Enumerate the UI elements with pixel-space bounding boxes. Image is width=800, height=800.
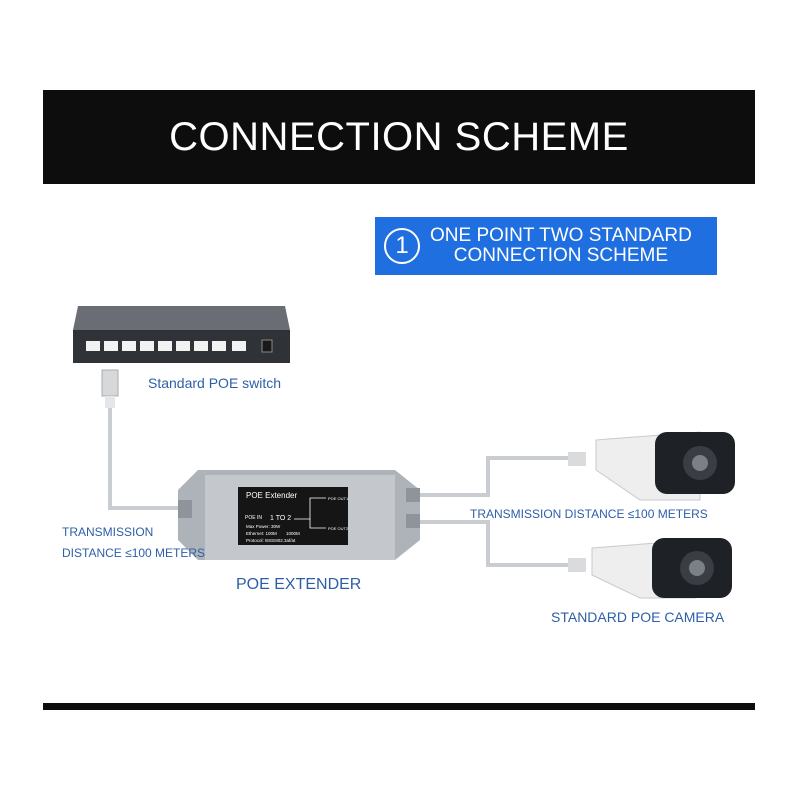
scheme-number-badge: 1 — [384, 228, 420, 264]
poe-camera-icon — [568, 431, 735, 501]
cables — [108, 408, 570, 567]
poe-switch-icon — [73, 306, 290, 363]
badge-line-2: CONNECTION SCHEME — [453, 245, 669, 266]
poe-camera-icon — [568, 538, 732, 599]
extender-panel-title: POE Extender — [246, 491, 297, 500]
extender-panel-ethernet: Ethernet: 100M — [246, 531, 277, 536]
extender-panel-ratio: 1 TO 2 — [270, 515, 291, 522]
header-banner: CONNECTION SCHEME — [43, 90, 755, 184]
scheme-badge-text: ONE POINT TWO STANDARD CONNECTION SCHEME — [430, 226, 692, 266]
camera-label: STANDARD POE CAMERA — [551, 609, 725, 625]
cable-extender-to-camera-2 — [420, 520, 570, 567]
extender-panel-poe-out1: POE OUT1 — [328, 496, 349, 501]
badge-line-1: ONE POINT TWO STANDARD — [430, 225, 692, 246]
transmission-right-label: TRANSMISSION DISTANCE ≤100 METERS — [470, 507, 708, 521]
cable-switch-to-extender — [108, 408, 180, 510]
switch-label: Standard POE switch — [148, 375, 282, 391]
extender-panel-protocol: Protocol: IEEE802.3af/at — [246, 538, 296, 543]
extender-panel-ethernet-2: 1000M — [286, 531, 300, 536]
extender-label: POE EXTENDER — [236, 576, 362, 593]
scheme-badge: 1 ONE POINT TWO STANDARD CONNECTION SCHE… — [375, 217, 717, 275]
extender-panel-poe-in: POE IN — [245, 515, 262, 521]
transmission-left-line-2: DISTANCE ≤100 METERS — [62, 546, 206, 560]
banner-title: CONNECTION SCHEME — [169, 114, 629, 159]
extender-panel-max-power: Max Power: 30W — [246, 524, 281, 529]
bottom-divider — [43, 703, 755, 710]
poe-extender-device-icon — [178, 470, 420, 560]
transmission-left-line-1: TRANSMISSION — [62, 525, 154, 539]
extender-panel-poe-out2: POE OUT2 — [328, 526, 349, 531]
rj45-plug-icon — [101, 369, 119, 408]
cable-extender-to-camera-1 — [420, 456, 570, 497]
